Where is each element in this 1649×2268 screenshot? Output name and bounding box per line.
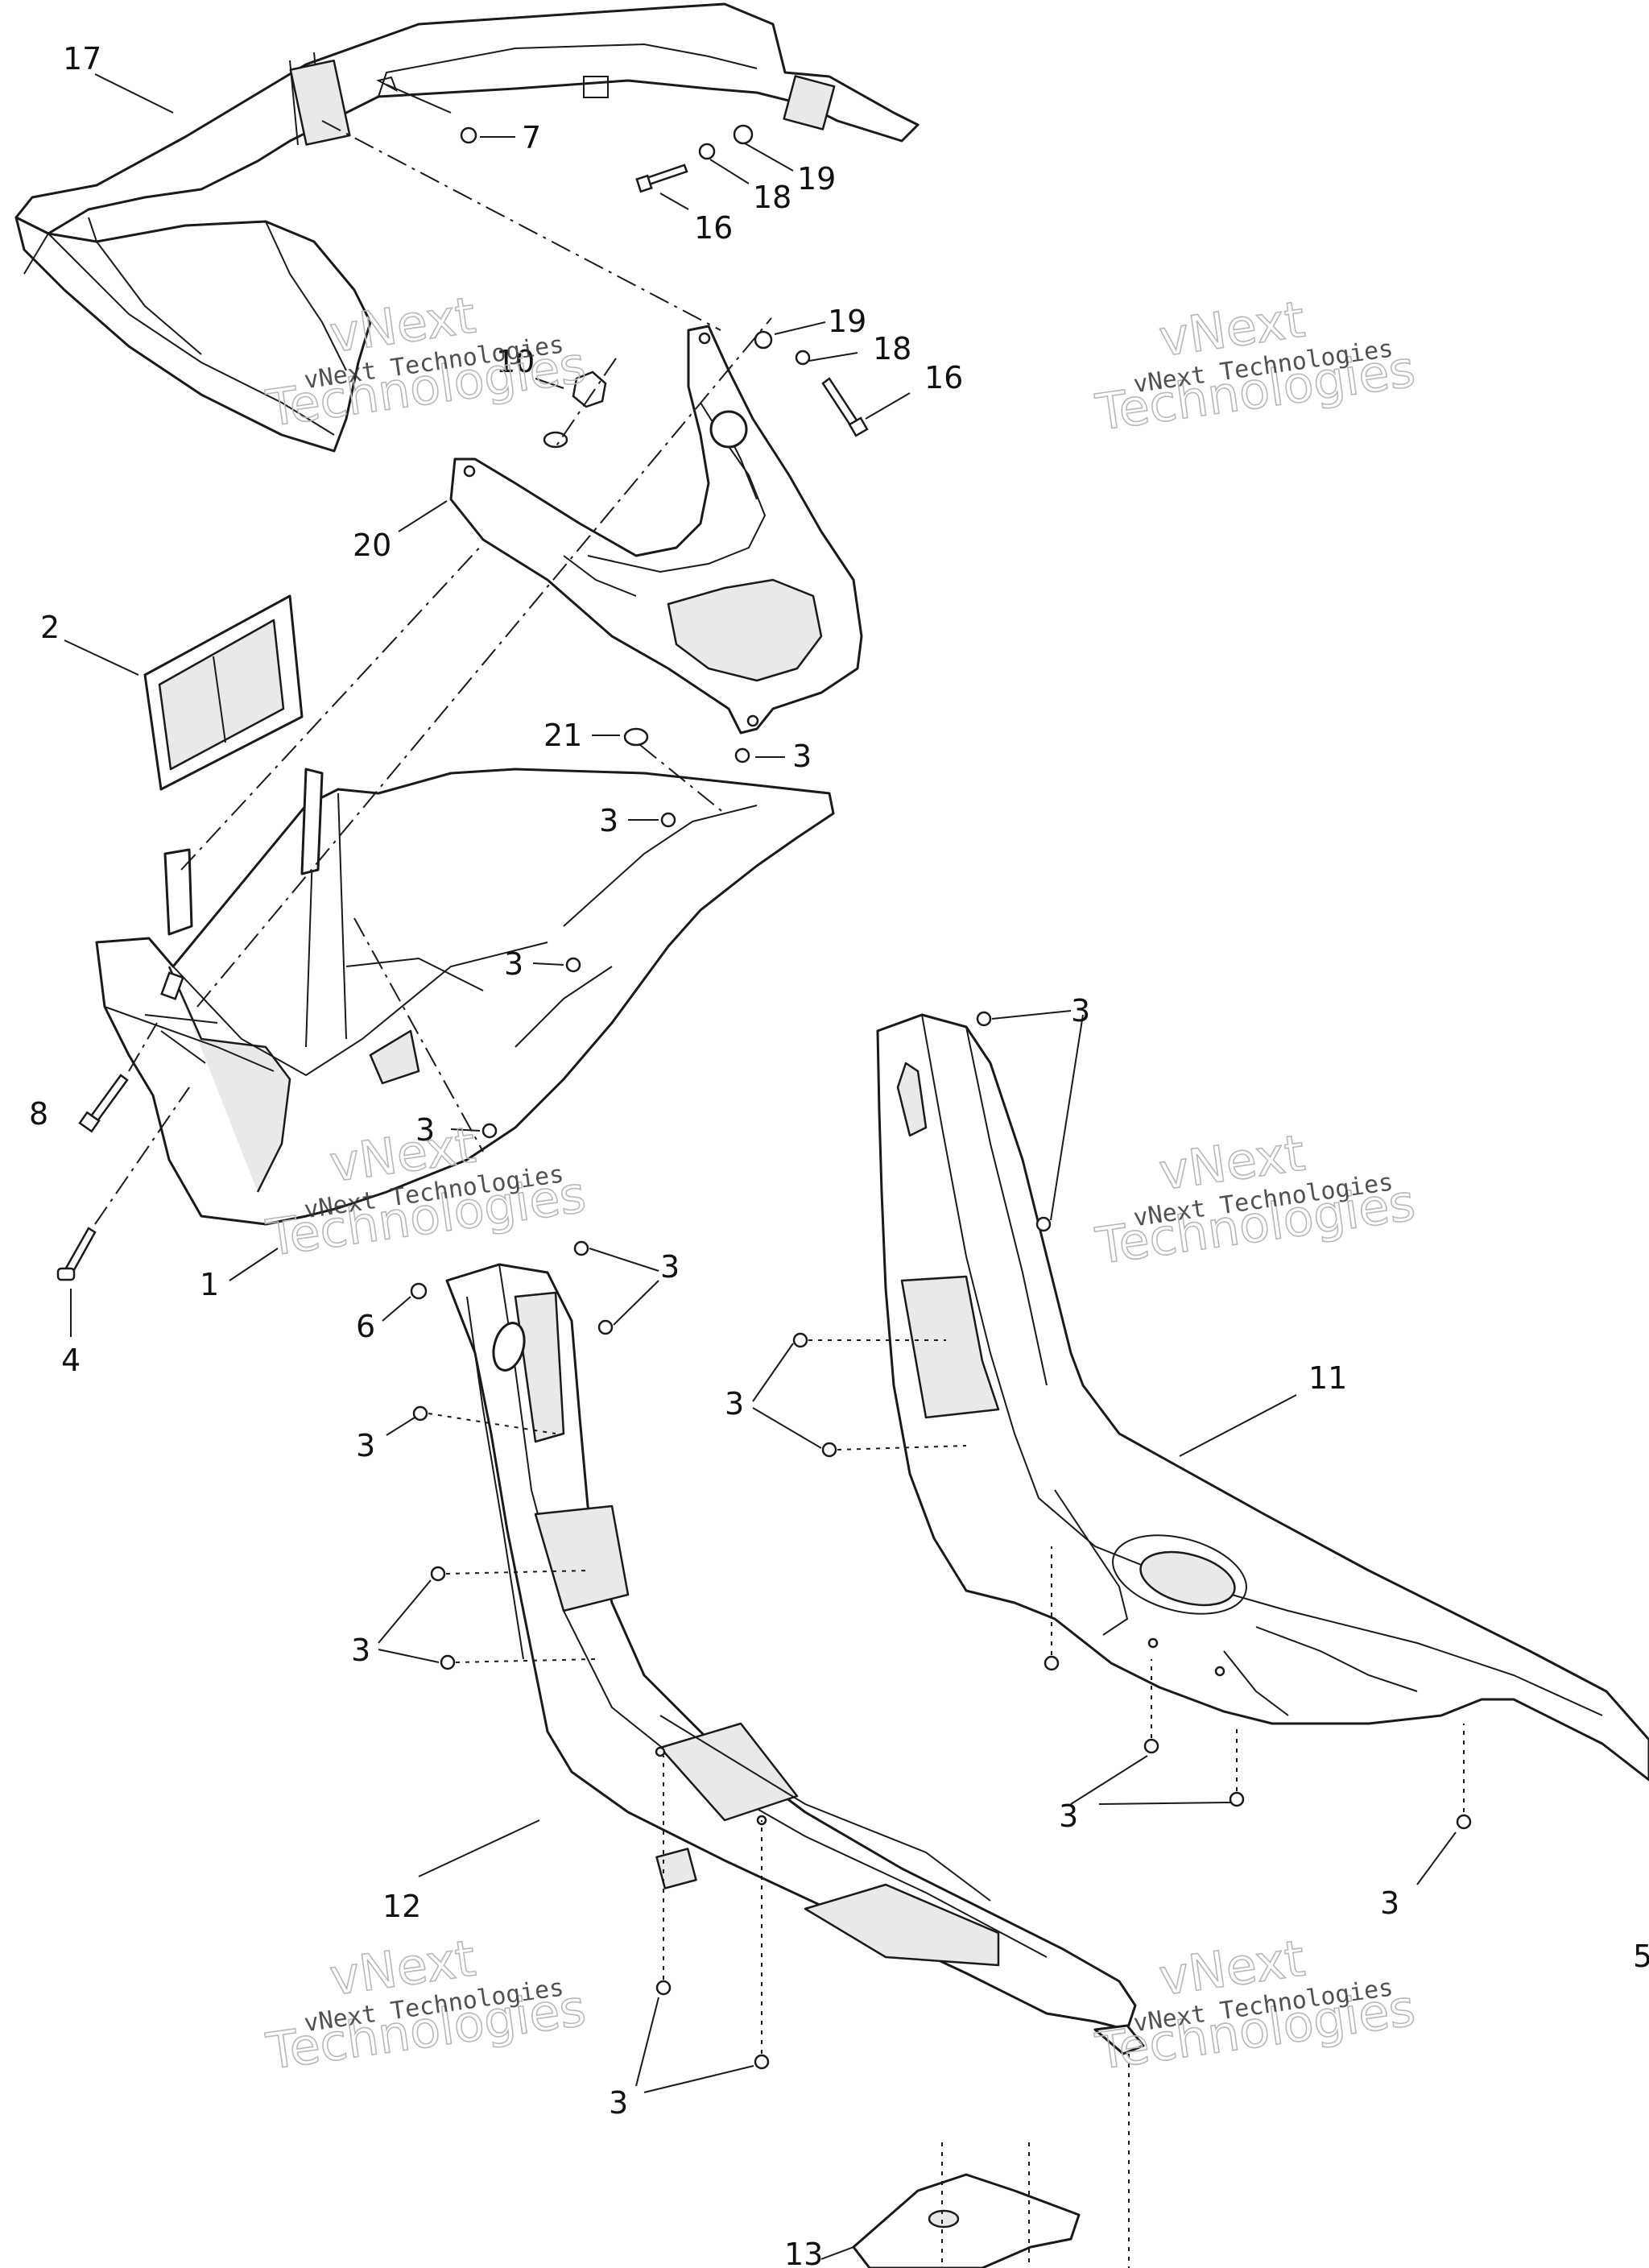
callout-7: 7 bbox=[522, 120, 541, 155]
nut-10-icon bbox=[572, 370, 607, 408]
screw-3a-icon bbox=[734, 747, 750, 764]
part-11-side-panel-rh bbox=[876, 1013, 1649, 1782]
callout-3c: 3 bbox=[504, 946, 523, 982]
callout-3d: 3 bbox=[415, 1112, 435, 1148]
callout-19a: 19 bbox=[797, 161, 836, 197]
washer-18b-icon bbox=[795, 350, 811, 366]
screw-3g-icon bbox=[792, 1332, 808, 1348]
callout-labels: 17 7 19 18 16 19 18 16 10 20 2 21 3 3 3 … bbox=[29, 41, 1649, 2268]
leader-13 bbox=[820, 2246, 854, 2260]
screw-7-icon bbox=[460, 126, 477, 144]
callout-8: 8 bbox=[29, 1096, 48, 1132]
part-2-decal bbox=[143, 594, 304, 791]
screw-3i-icon bbox=[1044, 1655, 1060, 1671]
callout-3h: 3 bbox=[725, 1386, 744, 1422]
screw-3f-icon bbox=[1035, 1216, 1052, 1232]
washer-19a-icon bbox=[733, 124, 754, 145]
part-12-side-panel-lh bbox=[445, 1263, 1145, 2055]
callout-3i: 3 bbox=[1071, 993, 1090, 1028]
callout-1: 1 bbox=[200, 1267, 219, 1302]
screw-3c-icon bbox=[565, 957, 581, 973]
callout-17: 17 bbox=[63, 41, 101, 77]
washer-18a-icon bbox=[698, 143, 716, 160]
callout-20: 20 bbox=[353, 528, 391, 563]
leader-1 bbox=[229, 1248, 279, 1281]
callout-3e: 3 bbox=[660, 1249, 680, 1285]
assembly-line-1 bbox=[321, 120, 721, 331]
leader-17 bbox=[94, 73, 174, 114]
leader-12 bbox=[418, 1819, 540, 1877]
callout-13: 13 bbox=[784, 2237, 823, 2268]
callout-18b: 18 bbox=[873, 331, 911, 366]
part-1-nose-cover bbox=[95, 768, 835, 1226]
callout-5: 5 bbox=[1633, 1939, 1649, 1974]
assembly-line-4 bbox=[353, 917, 484, 1153]
callout-4: 4 bbox=[61, 1343, 81, 1378]
screw-3k-icon bbox=[573, 1240, 589, 1256]
washer-19b-icon bbox=[754, 330, 773, 350]
callout-3l: 3 bbox=[1380, 1885, 1399, 1921]
callout-21: 21 bbox=[543, 718, 582, 753]
screw-3j-icon bbox=[1456, 1814, 1472, 1830]
screw-3l-icon bbox=[597, 1319, 614, 1335]
leader-2 bbox=[64, 639, 139, 676]
callout-6: 6 bbox=[356, 1309, 375, 1344]
part-13-lower-bracket bbox=[852, 2142, 1081, 2268]
assembly-line-3 bbox=[196, 317, 772, 1008]
callout-3f: 3 bbox=[356, 1428, 375, 1463]
watermark-bottom-right: vNext Technologies vNext Technologies bbox=[1091, 1928, 1419, 2082]
callout-18a: 18 bbox=[753, 180, 791, 215]
callout-16b: 16 bbox=[924, 360, 963, 395]
washer-6-icon bbox=[410, 1282, 428, 1300]
callout-3g: 3 bbox=[351, 1633, 370, 1668]
grommet-21-icon bbox=[623, 727, 649, 747]
callout-3j: 3 bbox=[1059, 1798, 1078, 1834]
washer-10-icon bbox=[543, 431, 568, 449]
leader-11 bbox=[1179, 1394, 1297, 1457]
screw-3b-icon bbox=[660, 812, 676, 828]
watermark-mid-right: vNext Technologies vNext Technologies bbox=[1091, 1123, 1419, 1277]
screw-3d-icon bbox=[481, 1123, 498, 1139]
callout-3b: 3 bbox=[599, 803, 618, 838]
watermark-bottom-left: vNext Technologies vNext Technologies bbox=[262, 1928, 589, 2082]
callout-11: 11 bbox=[1308, 1360, 1347, 1396]
callout-3k: 3 bbox=[609, 2085, 628, 2121]
watermarks: vNext Technologies vNext Technologies vN… bbox=[262, 285, 1419, 2082]
part-20-support-bracket bbox=[449, 325, 863, 735]
leader-20 bbox=[398, 500, 448, 532]
callout-19b: 19 bbox=[828, 304, 866, 339]
callout-12: 12 bbox=[382, 1889, 421, 1924]
screw-3h-icon bbox=[821, 1442, 837, 1458]
callout-3a: 3 bbox=[792, 739, 812, 774]
callout-10: 10 bbox=[496, 344, 535, 379]
callout-2: 2 bbox=[40, 610, 60, 645]
part-17-upper-bracket bbox=[14, 2, 920, 453]
screw-3e-icon bbox=[976, 1011, 992, 1027]
leader-7-arrow bbox=[386, 84, 452, 114]
watermark-top-right: vNext Technologies vNext Technologies bbox=[1091, 289, 1419, 443]
callout-16a: 16 bbox=[694, 210, 733, 246]
